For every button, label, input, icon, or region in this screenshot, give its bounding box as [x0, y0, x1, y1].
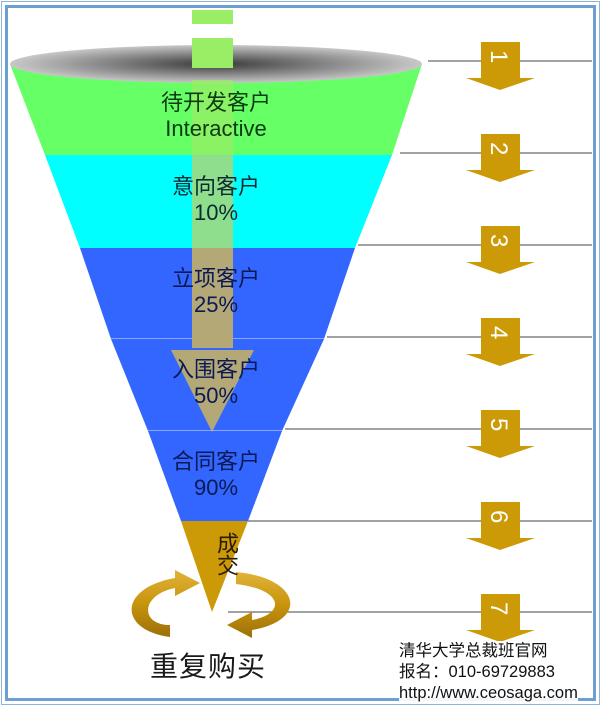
- stage-value: 25%: [193, 292, 239, 318]
- step-arrow-7: 7: [466, 594, 535, 642]
- stage-name: 立项客户: [171, 267, 260, 292]
- stage-name: 待开发客户: [160, 91, 271, 116]
- stage-label-4: 入围客户 50%: [116, 358, 316, 409]
- watermark-url: http://www.ceosaga.com: [399, 684, 578, 702]
- stage-label-1: 待开发客户 Interactive: [116, 91, 316, 142]
- step-arrow-6: 6: [466, 502, 535, 550]
- flow-stripe-dash-1: [192, 10, 233, 24]
- stage-value: 50%: [193, 383, 239, 409]
- flow-arrow-head: [171, 350, 254, 432]
- stage-label-5: 合同客户 90%: [116, 450, 316, 501]
- step-arrows: 1 2 3 4 5 6 7: [466, 42, 535, 642]
- watermark: 清华大学总裁班官网 报名：010-69729883 http://www.ceo…: [399, 641, 578, 704]
- inner-frame: [5, 5, 596, 701]
- watermark-phone: 报名：010-69729883: [399, 663, 555, 681]
- stage-value: Interactive: [165, 116, 267, 142]
- stage-label-3: 立项客户 25%: [116, 267, 316, 318]
- funnel: [10, 10, 422, 612]
- step-arrow-2: 2: [466, 134, 535, 182]
- step-arrow-4: 4: [466, 318, 535, 366]
- stage-label-2: 意向客户 10%: [116, 175, 316, 226]
- flow-stripe-dash-2: [192, 38, 233, 68]
- cycle-arrow-right: [227, 572, 291, 638]
- step-arrow-3: 3: [466, 226, 535, 274]
- repeat-purchase-label: 重复购买: [150, 650, 267, 683]
- stage-name: 意向客户: [171, 175, 260, 200]
- svg-text:1: 1: [485, 50, 512, 63]
- cycle-arrow-left: [131, 570, 200, 637]
- stage-name: 成交: [213, 532, 238, 576]
- svg-text:4: 4: [485, 326, 512, 339]
- svg-text:7: 7: [485, 602, 512, 615]
- stage-name: 合同客户: [171, 450, 260, 475]
- stage-value: 10%: [193, 200, 239, 226]
- stage-band-5: [148, 431, 282, 521]
- stage-label-deal: 成交: [188, 524, 238, 584]
- svg-text:5: 5: [485, 418, 512, 431]
- stage-name: 入围客户: [171, 358, 260, 383]
- svg-text:3: 3: [485, 234, 512, 247]
- repeat-cycle-arrows: [131, 570, 291, 638]
- watermark-title: 清华大学总裁班官网: [399, 642, 548, 660]
- step-arrow-5: 5: [466, 410, 535, 458]
- svg-text:2: 2: [485, 142, 512, 155]
- stage-value: 90%: [193, 475, 239, 501]
- step-arrow-1: 1: [466, 42, 535, 90]
- stage-band-6-deal: [181, 521, 248, 612]
- svg-text:6: 6: [485, 510, 512, 523]
